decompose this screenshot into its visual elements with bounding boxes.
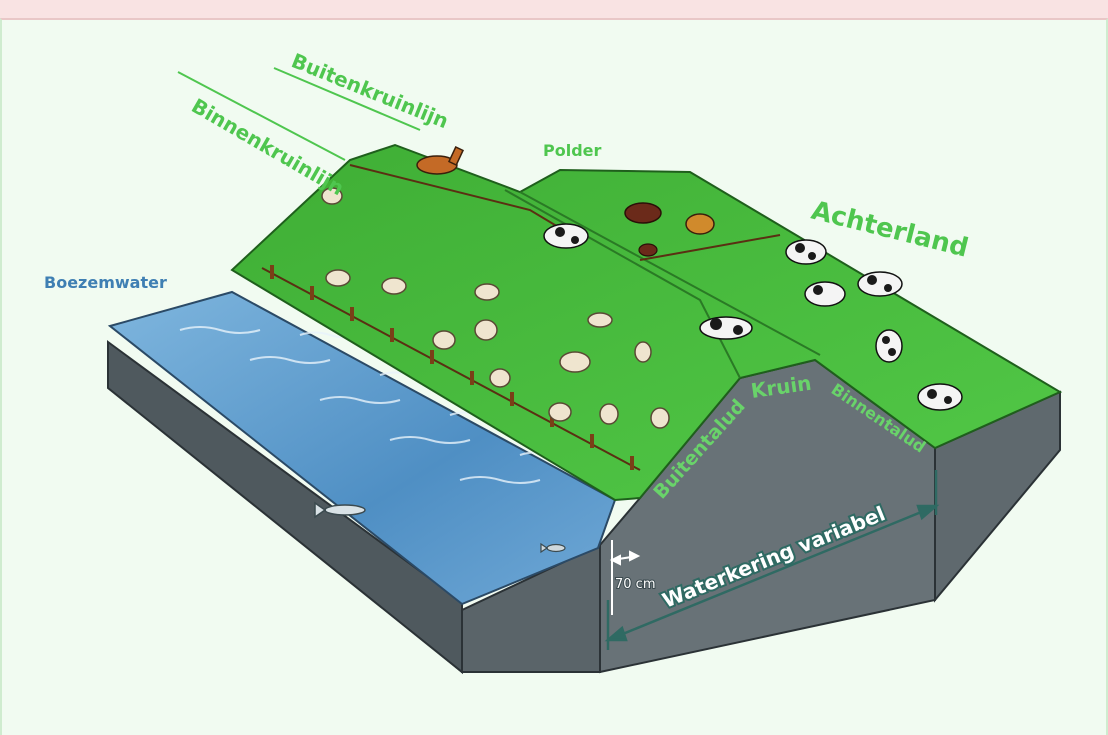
dike-grass (230, 143, 1063, 502)
water-surface (107, 290, 617, 606)
cow-spots (555, 227, 952, 404)
label-polder: Polder (543, 141, 602, 160)
waterkering-arrow (604, 470, 940, 650)
sheep-group (321, 187, 670, 429)
label-boezemwater: Boezemwater (44, 273, 167, 292)
label-achterland: Achterland (808, 196, 971, 264)
horse-icon (624, 202, 662, 224)
label-binnenkruinlijn: Binnenkruinlijn (188, 94, 349, 201)
top-bar (0, 0, 1108, 18)
crest-line-pointers (177, 67, 421, 161)
label-buitenkruinlijn: Buitenkruinlijn (288, 48, 452, 133)
horse-icon (685, 213, 715, 235)
label-distance: 70 cm (615, 577, 656, 592)
fish-icon (314, 501, 366, 519)
foal-icon (638, 243, 658, 257)
fish-icon (540, 542, 566, 554)
fence-posts (270, 265, 634, 470)
distance-marker (609, 540, 641, 615)
horse-icon (416, 146, 465, 175)
